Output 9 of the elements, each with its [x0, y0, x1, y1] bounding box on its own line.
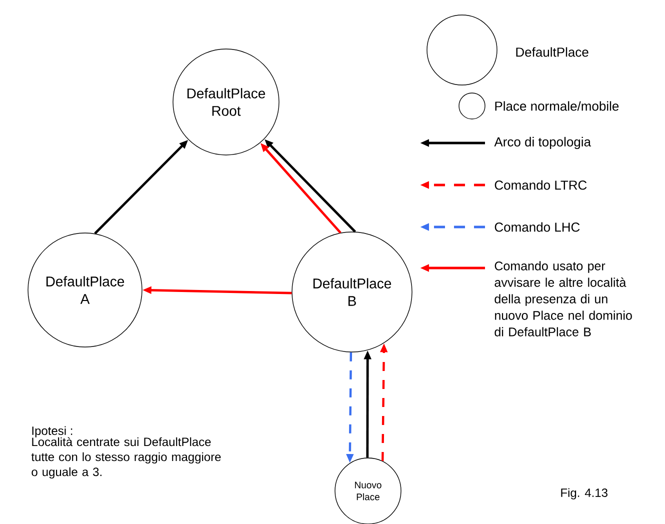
legend-text: Comando LHC [494, 222, 580, 232]
legend-text: Arco di topologia [494, 136, 591, 150]
legend-text: Comando LTRC [494, 180, 587, 190]
figure-number: Fig. 4.13 [561, 488, 608, 500]
note-text: Località centrate sui DefaultPlace tutte con lo stesso raggio maggiore o uguale a 3. [31, 437, 221, 479]
legend-text: Place normale/mobile [495, 101, 619, 111]
legend-text: Comando usato per avvisare le altre località della presenza di un nuovo Place nel dominio di DefaultPlace B [494, 261, 632, 336]
note-heading: Ipotesi : [32, 426, 72, 438]
legend-text: DefaultPlace [516, 47, 588, 57]
